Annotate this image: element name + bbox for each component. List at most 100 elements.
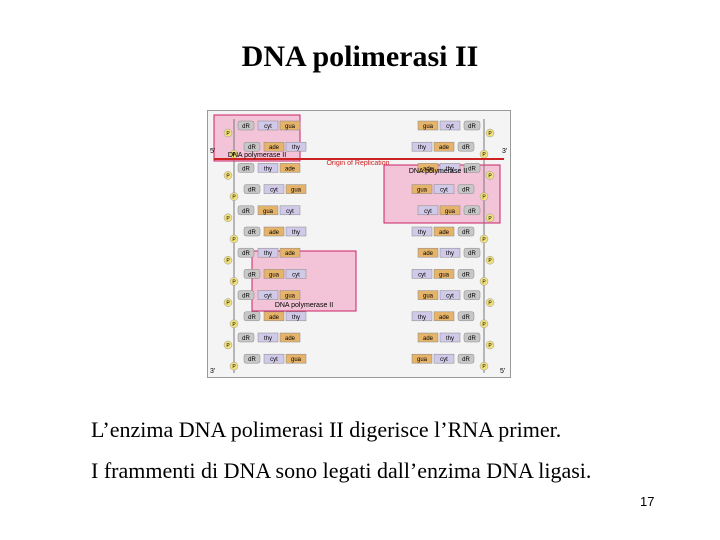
base-right <box>439 205 461 216</box>
sugar-right <box>463 163 481 173</box>
base-label: thy <box>446 166 454 172</box>
base-right <box>433 184 455 194</box>
sugar-label: dR <box>462 315 470 321</box>
phosphate-label: P <box>488 343 492 349</box>
base-left <box>285 226 307 237</box>
strand-end-label: 5' <box>210 148 215 155</box>
phosphate-right <box>485 213 495 223</box>
phosphate-label: P <box>482 322 486 328</box>
phosphate-label: P <box>232 195 236 201</box>
base-left <box>279 247 301 258</box>
base-left <box>263 311 285 322</box>
base-label: cyt <box>286 209 294 215</box>
base-label: cyt <box>292 272 300 278</box>
phosphate-label: P <box>232 237 236 243</box>
sugar-label: dR <box>462 145 470 151</box>
phosphate-right <box>485 255 495 265</box>
sugar-label: dR <box>248 272 256 278</box>
origin-label: Origin of Replication <box>326 160 389 167</box>
base-right <box>439 163 461 173</box>
enzyme-label: DNA polymerase II <box>409 168 467 175</box>
base-left <box>285 184 307 194</box>
base-left <box>279 290 301 300</box>
phosphate-label: P <box>226 343 230 349</box>
strand-end-label: 5' <box>500 368 505 375</box>
phosphate-label: P <box>482 364 486 370</box>
phosphate-label: P <box>232 322 236 328</box>
sugar-label: dR <box>242 336 250 342</box>
base-label: ade <box>269 315 280 321</box>
sugar-right <box>457 141 475 152</box>
base-left <box>285 269 307 279</box>
phosphate-left <box>229 234 239 244</box>
phosphate-label: P <box>482 279 486 285</box>
enzyme-label: DNA polymerase II <box>228 152 286 159</box>
sugar-label: dR <box>248 357 256 363</box>
sugar-left <box>237 332 255 343</box>
base-label: thy <box>264 166 272 172</box>
base-left <box>263 141 285 152</box>
base-left <box>285 353 307 364</box>
phosphate-right <box>485 128 495 138</box>
sugar-label: dR <box>248 145 256 151</box>
base-label: ade <box>285 166 296 172</box>
base-label: ade <box>269 230 280 236</box>
sugar-label: dR <box>248 188 256 194</box>
body-line-1: L’enzima DNA polimerasi II digerisce l’R… <box>91 417 562 442</box>
page-number: 17 <box>640 494 655 509</box>
sugar-label: dR <box>242 209 250 215</box>
phosphate-label: P <box>482 195 486 201</box>
base-label: thy <box>446 336 454 342</box>
base-label: thy <box>264 251 272 257</box>
slide-title: DNA polimerasi II <box>241 40 479 73</box>
sugar-left <box>243 311 261 322</box>
base-label: thy <box>418 315 426 321</box>
base-right <box>411 226 433 237</box>
phosphate-label: P <box>488 216 492 222</box>
phosphate-left <box>229 192 239 201</box>
base-right <box>433 226 455 237</box>
base-left <box>263 184 285 194</box>
base-left <box>279 120 301 131</box>
base-left <box>279 205 301 216</box>
base-right <box>439 290 461 300</box>
sugar-label: dR <box>242 166 250 172</box>
base-right <box>417 290 439 300</box>
base-label: cyt <box>270 357 278 363</box>
base-left <box>257 205 279 216</box>
base-label: gua <box>445 209 456 215</box>
phosphate-left <box>223 340 233 350</box>
base-label: ade <box>285 251 296 257</box>
base-label: gua <box>417 188 428 194</box>
base-label: ade <box>439 315 450 321</box>
sugar-label: dR <box>242 251 250 257</box>
phosphate-label: P <box>226 216 230 222</box>
phosphate-label: P <box>488 173 492 179</box>
base-label: gua <box>423 124 434 130</box>
enzyme-box <box>251 250 357 312</box>
base-label: gua <box>417 357 428 363</box>
base-right <box>411 311 433 322</box>
phosphate-left <box>229 361 239 371</box>
base-label: ade <box>423 251 434 257</box>
sugar-label: dR <box>468 209 476 215</box>
phosphate-label: P <box>226 173 230 179</box>
phosphate-right <box>485 340 495 350</box>
base-label: cyt <box>418 272 426 278</box>
sugar-label: dR <box>462 357 470 363</box>
sugar-label: dR <box>468 336 476 342</box>
base-label: cyt <box>446 294 454 300</box>
phosphate-right <box>479 192 489 201</box>
base-right <box>411 184 433 194</box>
base-label: ade <box>269 145 280 151</box>
strand-end-label: 3' <box>502 148 507 155</box>
phosphate-label: P <box>488 301 492 307</box>
base-label: ade <box>423 336 434 342</box>
base-left <box>257 332 279 343</box>
phosphate-label: P <box>488 131 492 137</box>
phosphate-right <box>485 298 495 307</box>
base-right <box>433 353 455 364</box>
base-label: gua <box>439 272 450 278</box>
sugar-left <box>243 269 261 279</box>
